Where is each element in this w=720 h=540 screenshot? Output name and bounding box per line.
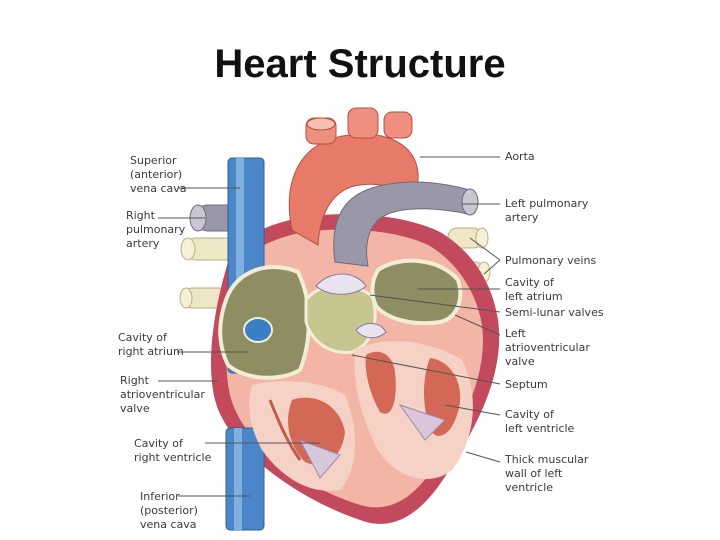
label-aorta: Aorta (505, 150, 535, 163)
label-left-pulmonary-artery: Left pulmonary artery (505, 197, 589, 224)
label-right-av-valve: Right atrioventricular valve (120, 374, 205, 415)
page-title: Heart Structure (214, 42, 506, 86)
label-thick-muscular-wall: Thick muscular wall of left ventricle (505, 453, 589, 494)
label-cavity-left-ventricle: Cavity of left ventricle (505, 408, 575, 435)
central-region (304, 273, 387, 354)
label-pulmonary-veins: Pulmonary veins (505, 254, 597, 267)
aorta-vessel (288, 107, 419, 246)
label-semilunar-valves: Semi-lunar valves (505, 306, 604, 319)
label-cavity-right-ventricle: Cavity of right ventricle (134, 437, 212, 464)
label-superior-vena-cava: Superior (anterior) vena cava (130, 154, 187, 195)
label-septum: Septum (505, 378, 548, 391)
label-left-av-valve: Left atrioventricular valve (505, 327, 590, 368)
left-ventricle (354, 341, 473, 480)
label-cavity-right-atrium: Cavity of right atrium (118, 331, 184, 358)
right-atrium-cavity (218, 265, 311, 380)
label-inferior-vena-cava: Inferior (posterior) vena cava (140, 490, 198, 531)
label-cavity-left-atrium: Cavity of left atrium (505, 276, 563, 303)
left-atrium-cavity (370, 258, 463, 326)
label-right-pulmonary-artery: Right pulmonary artery (126, 209, 186, 250)
right-ventricle (249, 381, 356, 491)
pulmonary-trunk (333, 181, 479, 267)
leader-lines (158, 156, 501, 497)
